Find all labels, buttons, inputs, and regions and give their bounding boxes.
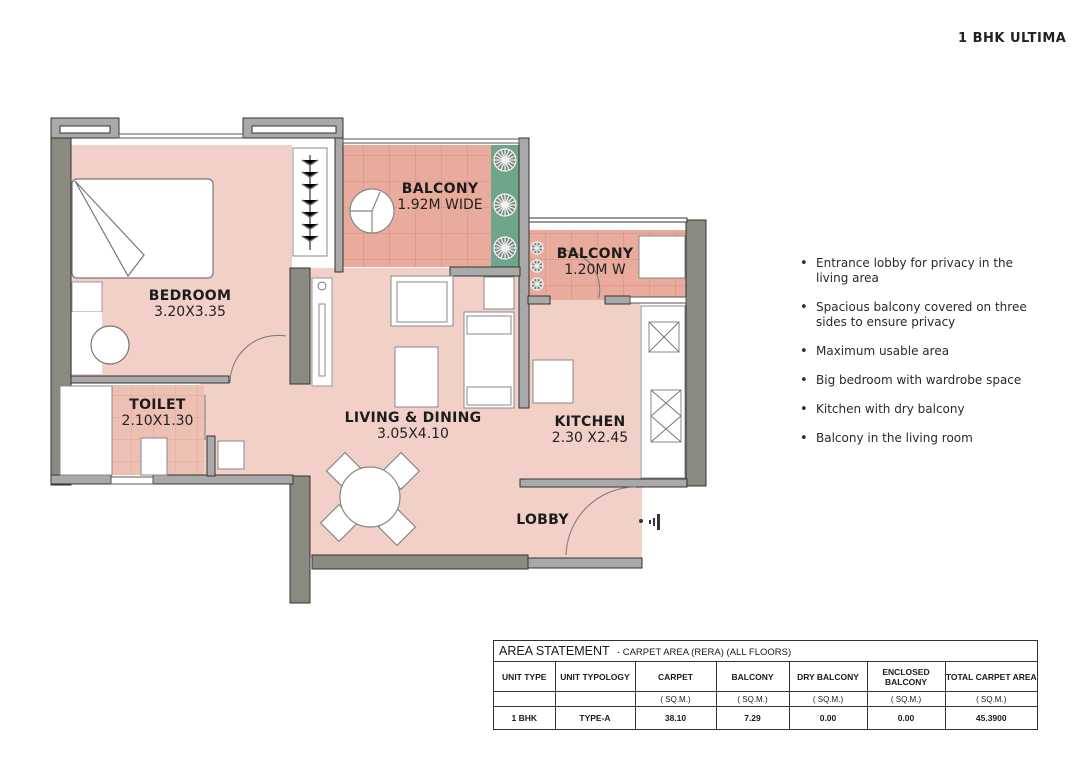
room-name: BEDROOM [148,288,232,304]
main-door-bell-icon [639,514,660,530]
floor-plan [50,117,707,604]
wardrobe-icon [292,147,328,257]
table-cell: 0.00 [789,706,868,729]
room-living-dining: LIVING & DINING 3.05X4.10 [333,410,493,442]
table-cell: 7.29 [716,706,790,729]
room-name: BALCONY [401,181,479,197]
unit-cell: ( SQ.M.) [789,691,868,707]
room-dimensions: 3.05X4.10 [377,426,449,443]
feature-item: Balcony in the living room [800,431,1040,446]
area-statement-subtitle: - CARPET AREA (RERA) (ALL FLOORS) [616,647,792,658]
table-cell: 0.00 [867,706,946,729]
column-header: UNIT TYPOLOGY [555,662,636,692]
room-bedroom: BEDROOM 3.20X3.35 [130,288,250,320]
room-kitchen: KITCHEN 2.30 X2.45 [535,414,645,446]
area-statement-table: AREA STATEMENT - CARPET AREA (RERA) (ALL… [493,640,1038,730]
unit-cell: ( SQ.M.) [867,691,946,707]
room-dimensions: 1.92M WIDE [397,197,483,214]
area-statement-header: AREA STATEMENT - CARPET AREA (RERA) (ALL… [494,641,1037,662]
column-header: BALCONY [716,662,790,692]
room-dimensions: 1.20M W [564,262,626,279]
planter-icons [493,148,544,291]
sofa-icons [390,275,574,409]
floor-areas [70,145,686,560]
area-statement-title: AREA STATEMENT [499,644,610,658]
room-name: KITCHEN [554,414,626,430]
stool-icon [72,312,130,374]
column-header: TOTAL CARPET AREA [945,662,1037,692]
table-row: 1 BHK TYPE-A 38.10 7.29 0.00 0.00 45.390… [494,706,1037,729]
room-balcony-dry: BALCONY 1.20M W [540,246,650,278]
lounge-chair-icon [349,188,395,234]
table-cell: TYPE-A [555,706,636,729]
room-name: LIVING & DINING [344,410,482,426]
feature-item: Big bedroom with wardrobe space [800,373,1040,388]
unit-cell [494,691,556,707]
tv-unit-icon [311,277,333,387]
table-cell: 45.3900 [975,713,1007,723]
room-name: TOILET [129,397,186,413]
unit-row: ( SQ.M.) ( SQ.M.) ( SQ.M.) ( SQ.M.) ( SQ… [494,691,1037,707]
table-cell: 38.10 [635,706,717,729]
dining-table-icon [319,451,421,547]
feature-list: Entrance lobby for privacy in the living… [800,256,1040,460]
room-name: BALCONY [556,246,634,262]
unit-cell [555,691,636,707]
room-lobby: LOBBY [500,512,585,528]
room-toilet: TOILET 2.10X1.30 [110,397,205,429]
walls-structural [50,137,707,604]
room-balcony-main: BALCONY 1.92M WIDE [365,181,515,213]
column-header: CARPET [635,662,717,692]
column-header: ENCLOSED BALCONY [867,662,946,692]
unit-cell: ( SQ.M.) [716,691,790,707]
toilet-fixtures [59,385,245,476]
room-dimensions: 2.10X1.30 [121,413,194,430]
unit-cell: ( SQ.M.) [945,691,1037,707]
feature-item: Entrance lobby for privacy in the living… [800,256,1040,286]
unit-cell: ( SQ.M.) [635,691,717,707]
walls-partition [50,117,688,569]
feature-item: Kitchen with dry balcony [800,402,1040,417]
table-cell: 1 BHK [494,706,556,729]
feature-item: Spacious balcony covered on three sides … [800,300,1040,330]
room-dimensions: 3.20X3.35 [154,304,226,321]
door-swings [204,249,637,556]
feature-item: Maximum usable area [800,344,1040,359]
room-name: LOBBY [516,512,569,528]
kitchen-counter-icon [638,235,686,479]
room-dimensions: 2.30 X2.45 [551,430,629,447]
bed-icon [71,178,214,279]
windows [110,133,687,485]
column-headers: UNIT TYPE UNIT TYPOLOGY CARPET BALCONY D… [494,662,1037,692]
column-header: DRY BALCONY [789,662,868,692]
plan-title: 1 BHK ULTIMA [958,31,1067,46]
column-header: UNIT TYPE [494,662,556,692]
